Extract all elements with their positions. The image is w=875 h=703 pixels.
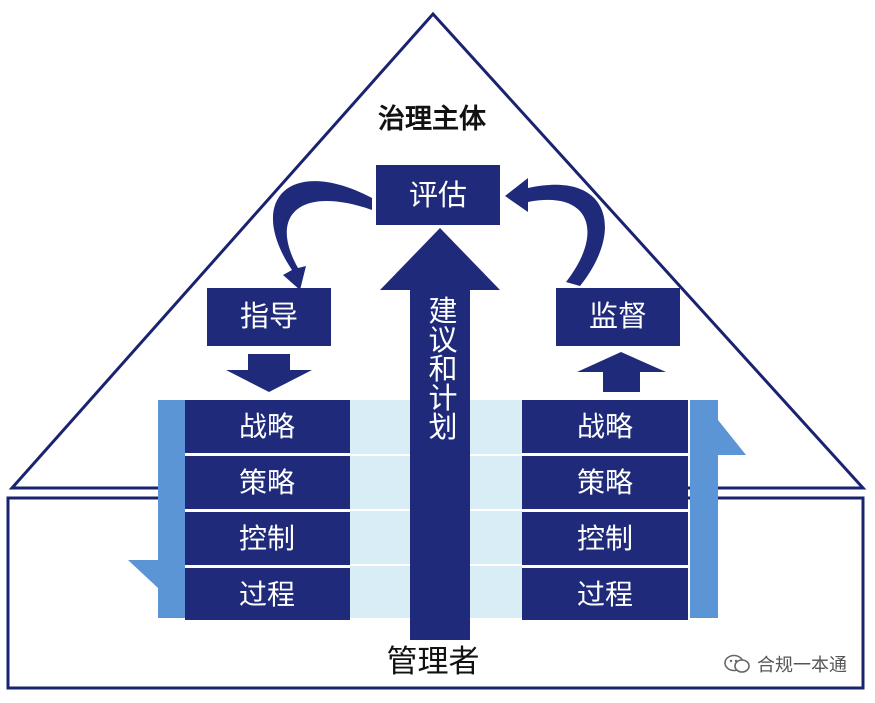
right-flow-bracket [690,400,746,618]
left-stack-label-3: 过程 [239,578,295,611]
watermark-text: 合规一本通 [757,655,847,676]
right-stack-label-3: 过程 [577,578,633,611]
right-stack: 战略 策略 控制 过程 [522,400,688,620]
left-flow-bracket [128,400,185,618]
evaluate-label: 评估 [409,178,467,212]
direct-label: 指导 [240,299,298,333]
left-stack-item-strategy [185,400,350,453]
evaluate-to-direct-arrow [272,181,372,290]
right-stack-item-policy [522,456,688,509]
monitor-to-evaluate-arrow [505,178,605,286]
wechat-icon [724,654,750,673]
right-stack-label-2: 控制 [577,522,633,555]
advice-and-plan-label: 建议和计划 [424,295,458,440]
left-stack-label-0: 战略 [239,410,295,443]
watermark: 合规一本通 [723,651,847,677]
monitor-label: 监督 [589,299,647,333]
right-stack-label-0: 战略 [577,410,633,443]
left-stack-item-process [185,568,350,620]
advice-and-plan-arrow [380,228,500,640]
right-stack-item-strategy [522,400,688,453]
left-stack-item-policy [185,456,350,509]
monitor-up-arrow [577,352,666,392]
direct-down-arrow [226,354,312,392]
left-stack: 战略 策略 控制 过程 [185,400,350,620]
left-stack-item-control [185,512,350,565]
evaluate-box [376,165,500,225]
right-stack-item-control [522,512,688,565]
right-stack-item-process [522,568,688,620]
direct-box [207,288,331,346]
left-stack-label-2: 控制 [239,522,295,555]
left-stack-label-1: 策略 [239,466,295,499]
right-stack-label-1: 策略 [577,466,633,499]
base-label: 管理者 [387,644,480,680]
apex-title: 治理主体 [378,104,487,135]
monitor-box [556,288,680,346]
